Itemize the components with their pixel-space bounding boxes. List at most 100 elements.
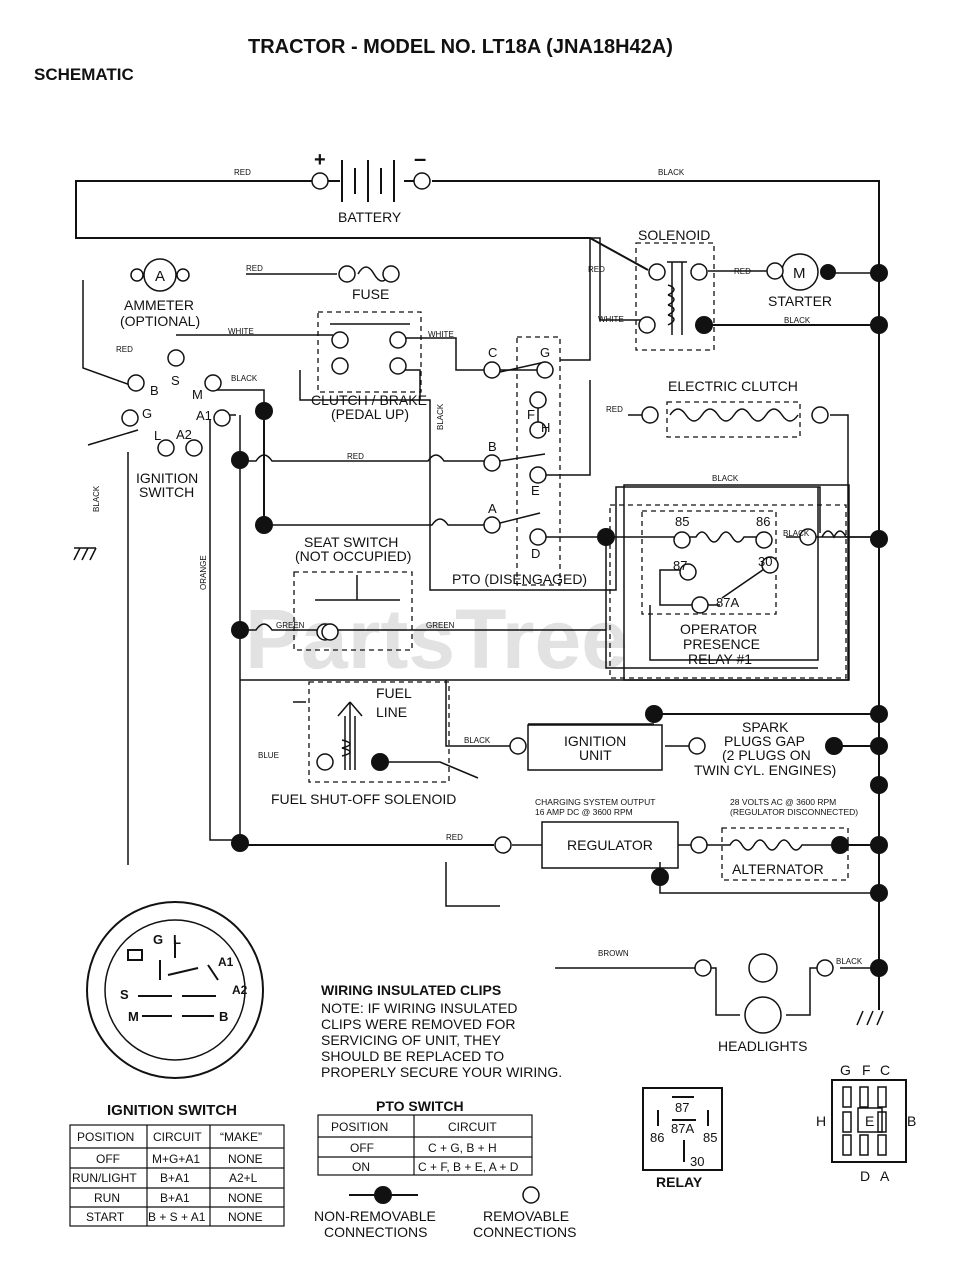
svg-text:RED: RED bbox=[446, 833, 463, 842]
starter-label: STARTER bbox=[768, 293, 832, 309]
svg-text:A2: A2 bbox=[232, 983, 248, 997]
svg-text:ORANGE: ORANGE bbox=[199, 555, 208, 590]
ammeter-note: (OPTIONAL) bbox=[120, 313, 200, 329]
wires bbox=[75, 160, 880, 1016]
pto-label: PTO (DISENGAGED) bbox=[452, 571, 587, 587]
svg-text:BLACK: BLACK bbox=[712, 474, 739, 483]
svg-text:87A: 87A bbox=[671, 1121, 694, 1136]
svg-text:BLACK: BLACK bbox=[464, 736, 491, 745]
svg-text:RED: RED bbox=[734, 267, 751, 276]
svg-text:BLACK: BLACK bbox=[436, 403, 445, 430]
svg-text:RED: RED bbox=[116, 345, 133, 354]
svg-text:30: 30 bbox=[690, 1154, 704, 1169]
svg-text:RED: RED bbox=[606, 405, 623, 414]
alternator-label: ALTERNATOR bbox=[732, 861, 824, 877]
svg-text:C + G, B + H: C + G, B + H bbox=[428, 1141, 497, 1155]
svg-text:SHOULD BE REPLACED TO: SHOULD BE REPLACED TO bbox=[321, 1048, 504, 1064]
svg-text:NON-REMOVABLE: NON-REMOVABLE bbox=[314, 1208, 436, 1224]
svg-text:87A: 87A bbox=[716, 595, 739, 610]
svg-text:C: C bbox=[488, 345, 497, 360]
svg-text:C: C bbox=[880, 1062, 890, 1078]
svg-text:WHITE: WHITE bbox=[598, 315, 624, 324]
pto-switch-detail: G F C H E B D A bbox=[816, 1062, 916, 1184]
svg-text:GREEN: GREEN bbox=[426, 621, 455, 630]
ignition-unit-label-2: UNIT bbox=[579, 747, 612, 763]
seat-switch-note: (NOT OCCUPIED) bbox=[295, 548, 411, 564]
clutch-brake-note: (PEDAL UP) bbox=[331, 406, 409, 422]
svg-text:H: H bbox=[816, 1113, 826, 1129]
relay-label-2: PRESENCE bbox=[683, 636, 760, 652]
svg-text:NONE: NONE bbox=[228, 1210, 263, 1224]
svg-text:D: D bbox=[531, 546, 540, 561]
ignition-switch-label-2: SWITCH bbox=[139, 484, 194, 500]
battery-label: BATTERY bbox=[338, 209, 402, 225]
svg-text:L: L bbox=[173, 932, 181, 947]
svg-text:RUN: RUN bbox=[94, 1191, 120, 1205]
svg-text:NOTE: IF WIRING INSULATED: NOTE: IF WIRING INSULATED bbox=[321, 1000, 518, 1016]
svg-text:B+A1: B+A1 bbox=[160, 1171, 190, 1185]
svg-text:G: G bbox=[142, 406, 152, 421]
svg-text:CIRCUIT: CIRCUIT bbox=[153, 1130, 202, 1144]
svg-text:B: B bbox=[150, 383, 159, 398]
svg-text:RED: RED bbox=[246, 264, 263, 273]
svg-text:BLACK: BLACK bbox=[231, 374, 258, 383]
svg-text:87: 87 bbox=[675, 1100, 689, 1115]
svg-text:NONE: NONE bbox=[228, 1191, 263, 1205]
svg-text:A: A bbox=[880, 1168, 890, 1184]
svg-text:86: 86 bbox=[650, 1130, 664, 1145]
ac-note-2: (REGULATOR DISCONNECTED) bbox=[730, 807, 858, 817]
relay-detail: 87 86 87A 85 30 RELAY bbox=[642, 1087, 723, 1190]
svg-text:CIRCUIT: CIRCUIT bbox=[448, 1120, 497, 1134]
svg-text:G: G bbox=[153, 932, 163, 947]
fuse-label: FUSE bbox=[352, 286, 389, 302]
ignition-table: POSITION CIRCUIT “MAKE” OFF M+G+A1 NONE … bbox=[69, 1124, 285, 1227]
fuel-line-label-1: FUEL bbox=[376, 685, 412, 701]
svg-text:PROPERLY SECURE YOUR WIRING.: PROPERLY SECURE YOUR WIRING. bbox=[321, 1064, 562, 1080]
svg-text:A2+L: A2+L bbox=[229, 1171, 258, 1185]
ignition-switch-label: IGNITION bbox=[136, 470, 198, 486]
svg-text:H: H bbox=[541, 420, 550, 435]
svg-text:G: G bbox=[840, 1062, 851, 1078]
page-title: TRACTOR - MODEL NO. LT18A (JNA18H42A) bbox=[248, 36, 673, 58]
svg-text:S: S bbox=[171, 373, 180, 388]
svg-text:F: F bbox=[527, 407, 535, 422]
svg-text:M: M bbox=[793, 265, 806, 282]
svg-text:RED: RED bbox=[234, 168, 251, 177]
svg-text:E: E bbox=[865, 1113, 874, 1129]
ignition-table-title: IGNITION SWITCH bbox=[107, 1102, 237, 1119]
relay-box bbox=[623, 484, 850, 681]
svg-text:C + F, B + E, A + D: C + F, B + E, A + D bbox=[418, 1160, 519, 1174]
svg-text:RUN/LIGHT: RUN/LIGHT bbox=[72, 1171, 137, 1185]
svg-text:POSITION: POSITION bbox=[331, 1120, 388, 1134]
svg-text:A2: A2 bbox=[176, 427, 192, 442]
relay-label-3: RELAY #1 bbox=[688, 651, 752, 667]
schematic-label: SCHEMATIC bbox=[34, 65, 134, 84]
clutch-brake-label: CLUTCH / BRAKE bbox=[311, 392, 427, 408]
svg-text:RELAY: RELAY bbox=[656, 1174, 703, 1190]
ground-symbols bbox=[73, 547, 884, 1026]
svg-text:BLACK: BLACK bbox=[836, 957, 863, 966]
ac-note-1: 28 VOLTS AC @ 3600 RPM bbox=[730, 797, 836, 807]
ammeter-label: AMMETER bbox=[124, 297, 194, 313]
wiring-note: WIRING INSULATED CLIPS NOTE: IF WIRING I… bbox=[321, 982, 562, 1080]
svg-text:WHITE: WHITE bbox=[228, 327, 254, 336]
svg-text:“MAKE”: “MAKE” bbox=[220, 1130, 262, 1144]
dashed-enclosures bbox=[293, 242, 849, 881]
pto-table-title: PTO SWITCH bbox=[376, 1098, 464, 1114]
battery-plus: + bbox=[314, 149, 326, 171]
svg-text:ON: ON bbox=[352, 1160, 370, 1174]
svg-text:BLACK: BLACK bbox=[783, 529, 810, 538]
svg-text:30: 30 bbox=[758, 554, 772, 569]
spark-label-3: (2 PLUGS ON bbox=[722, 747, 811, 763]
svg-text:E: E bbox=[531, 483, 540, 498]
svg-text:BLACK: BLACK bbox=[784, 316, 811, 325]
svg-text:RED: RED bbox=[588, 265, 605, 274]
svg-text:M: M bbox=[128, 1009, 139, 1024]
svg-text:BLACK: BLACK bbox=[92, 485, 101, 512]
svg-text:GREEN: GREEN bbox=[276, 621, 305, 630]
svg-text:85: 85 bbox=[675, 514, 689, 529]
svg-text:A1: A1 bbox=[218, 955, 234, 969]
svg-text:POSITION: POSITION bbox=[77, 1130, 134, 1144]
svg-text:87: 87 bbox=[673, 558, 687, 573]
